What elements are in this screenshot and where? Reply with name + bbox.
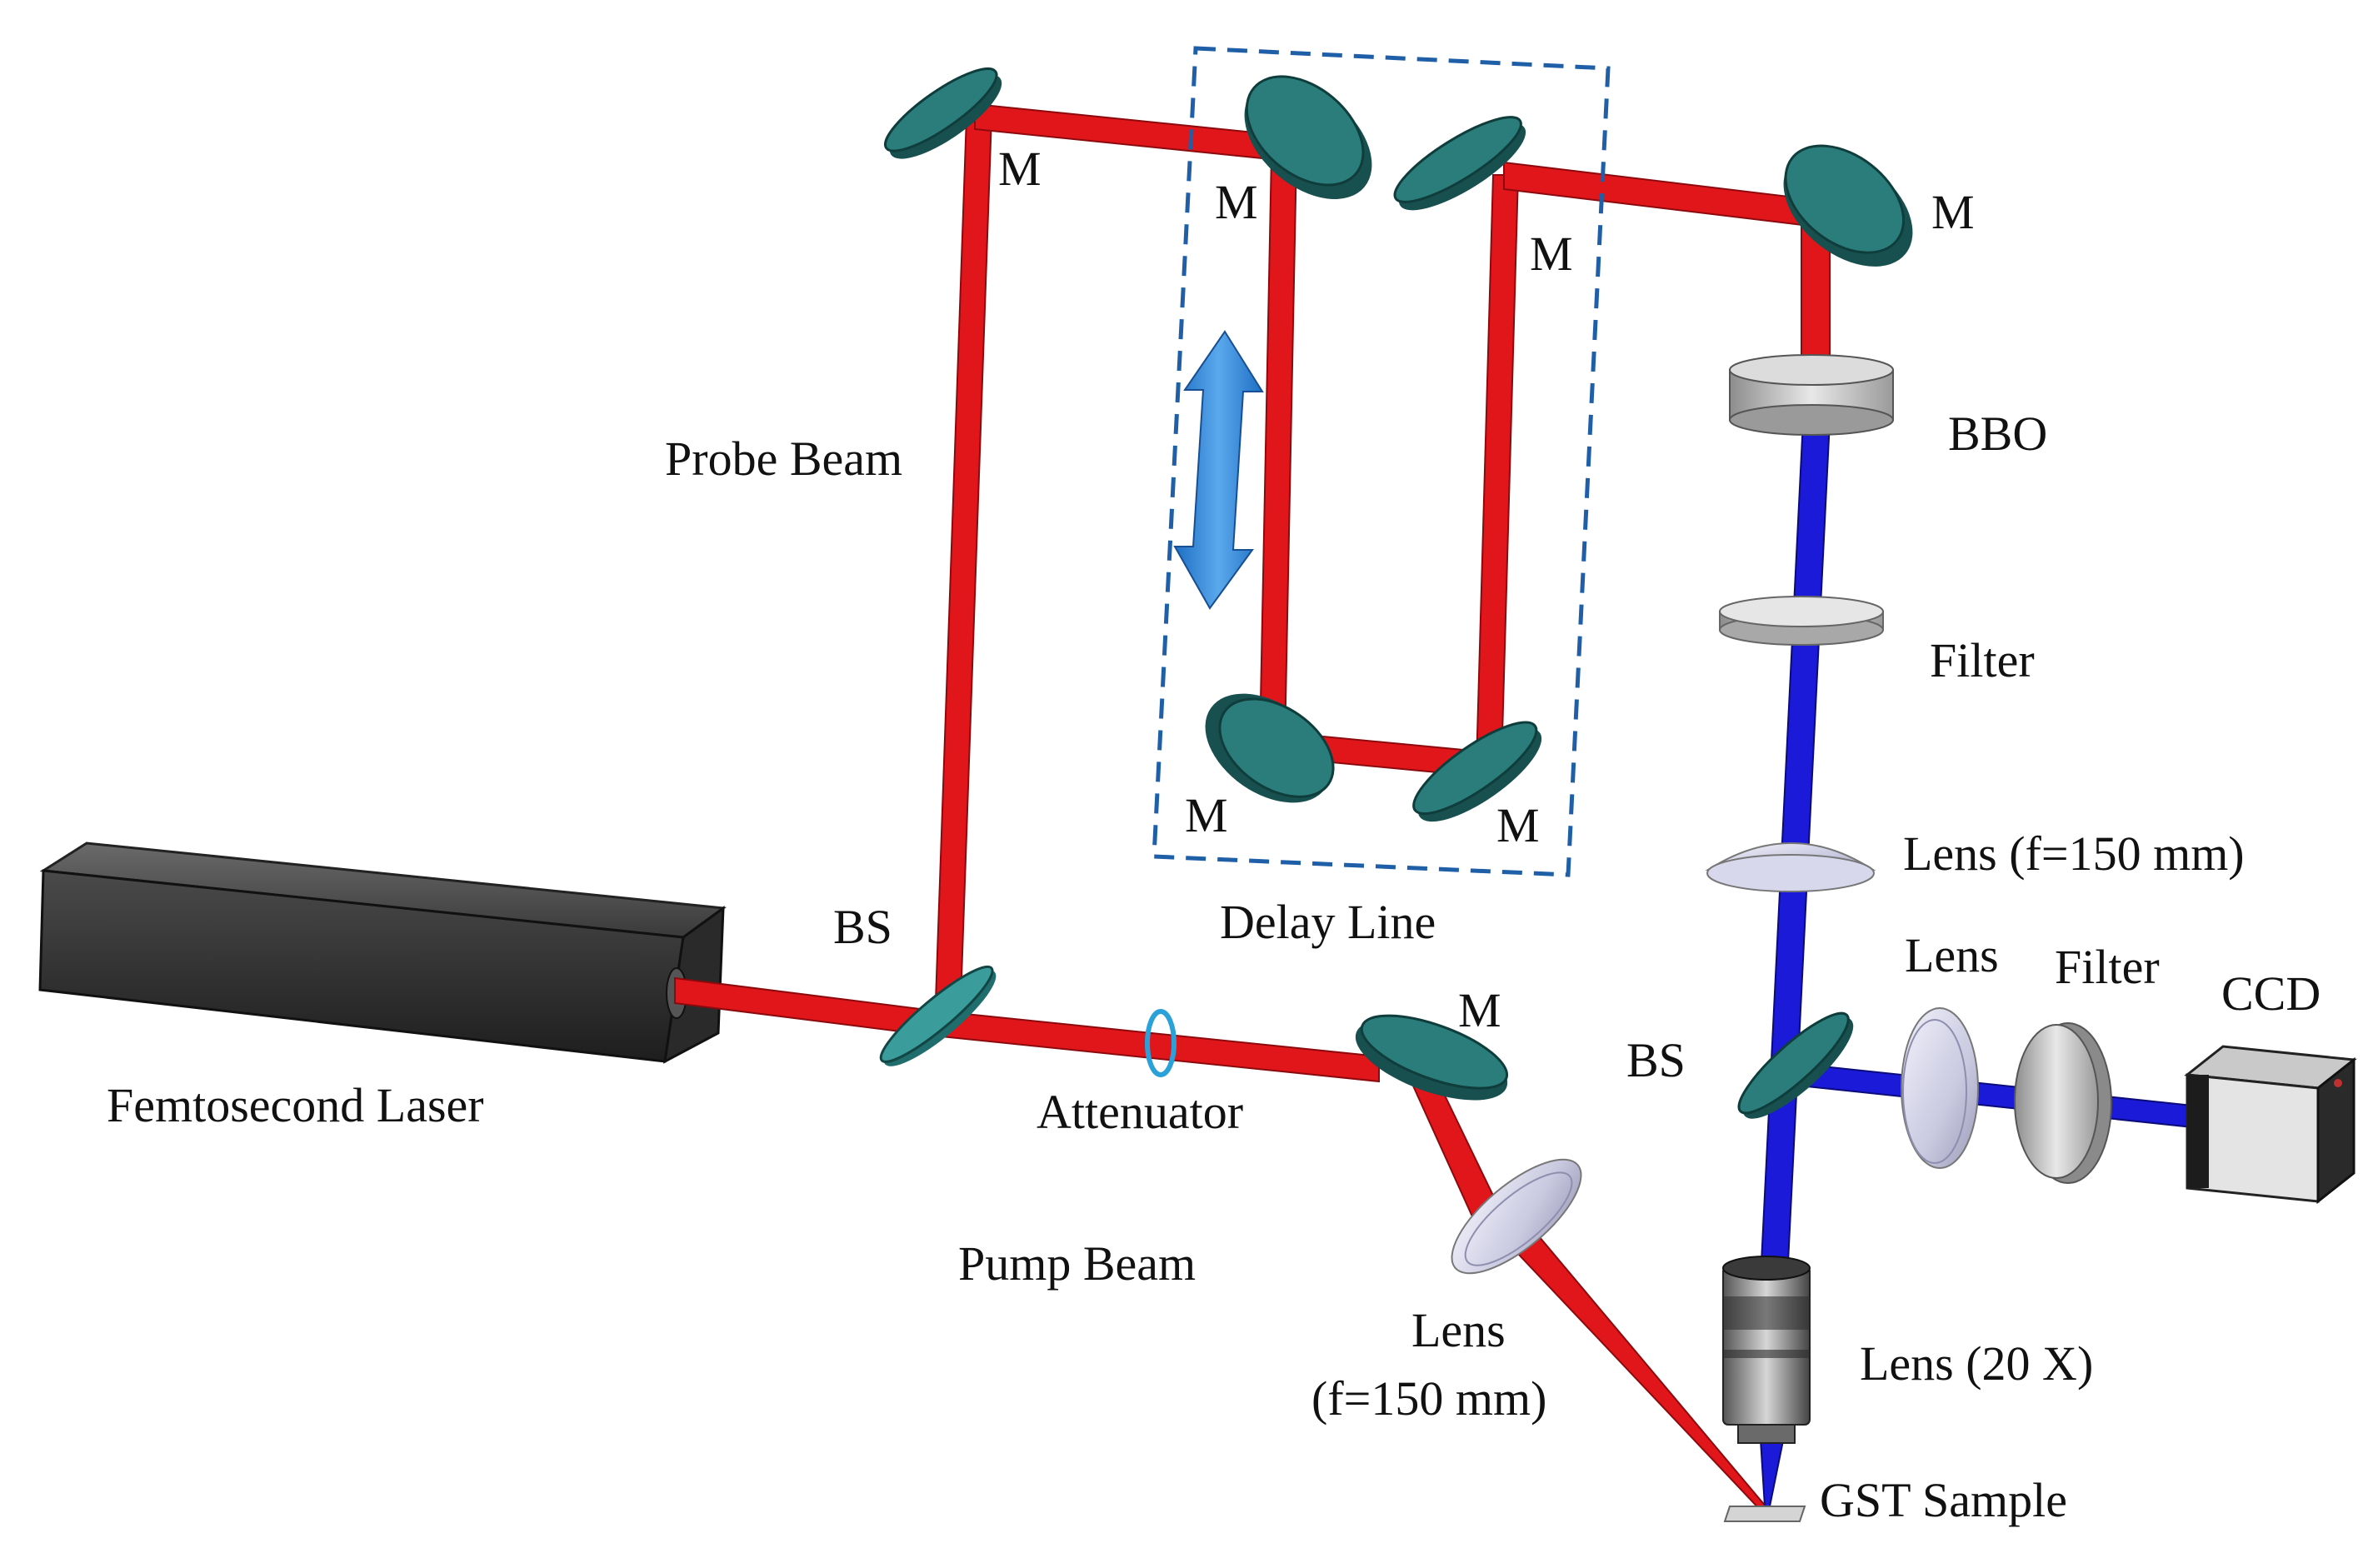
label-mirror-m1: M: [998, 142, 1042, 196]
label-mirror-m4: M: [1496, 798, 1540, 852]
filter-ccd: [2014, 1022, 2112, 1184]
label-filter-ccd: Filter: [2055, 940, 2160, 994]
beam-splitter-main: [879, 965, 997, 1066]
label-gst-sample: GST Sample: [1820, 1473, 2067, 1527]
beam-splitter-shg: [1737, 1011, 1854, 1119]
label-femtosecond-laser: Femtosecond Laser: [107, 1078, 484, 1132]
lens-shg: [1705, 842, 1876, 892]
ccd-camera: [2184, 1045, 2357, 1205]
mirror-m5: [1393, 116, 1526, 211]
label-mirror-m3: M: [1185, 788, 1228, 842]
delay-double-arrow: [1173, 330, 1264, 610]
mirror-m1: [884, 67, 1002, 159]
label-ccd: CCD: [2221, 966, 2321, 1021]
gst-sample: [1723, 1506, 1806, 1522]
label-bbo: BBO: [1948, 407, 2047, 461]
lens-ccd: [1901, 1007, 1979, 1169]
lens-pump: [1451, 1158, 1582, 1275]
mirror-m2: [1244, 75, 1372, 199]
label-bs-main: BS: [833, 900, 892, 954]
pump-beam-path: [932, 1009, 1772, 1516]
attenuator: [1145, 1009, 1177, 1077]
filter-shg: [1719, 596, 1884, 646]
femtosecond-laser: [38, 841, 727, 1064]
label-lens-150: Lens (f=150 mm): [1903, 826, 2245, 881]
mirror-pump-m: [1355, 1014, 1509, 1101]
label-filter-shg: Filter: [1930, 633, 2035, 687]
label-mirror-pump: M: [1458, 983, 1501, 1037]
label-objective: Lens (20 X): [1860, 1336, 2093, 1391]
label-delay-line: Delay Line: [1220, 895, 1436, 949]
label-bs-shg: BS: [1626, 1033, 1686, 1087]
label-mirror-m2: M: [1215, 175, 1258, 229]
label-pump-lens-line2: (f=150 mm): [1311, 1371, 1546, 1426]
mirror-m4: [1412, 721, 1542, 822]
delay-line-box: [1152, 46, 1611, 877]
objective-20x: [1722, 1256, 1811, 1444]
label-attenuator: Attenuator: [1037, 1085, 1243, 1139]
label-mirror-m5: M: [1530, 227, 1573, 281]
mirror-m3: [1205, 693, 1335, 803]
bbo-crystal: [1729, 354, 1894, 436]
label-pump-lens-line1: Lens: [1411, 1303, 1506, 1357]
mirror-m6: [1783, 144, 1913, 267]
label-mirror-m6: M: [1931, 185, 1975, 239]
label-pump-beam: Pump Beam: [958, 1236, 1196, 1291]
label-lens-ccd: Lens: [1905, 928, 1999, 982]
label-probe-beam: Probe Beam: [665, 432, 902, 486]
